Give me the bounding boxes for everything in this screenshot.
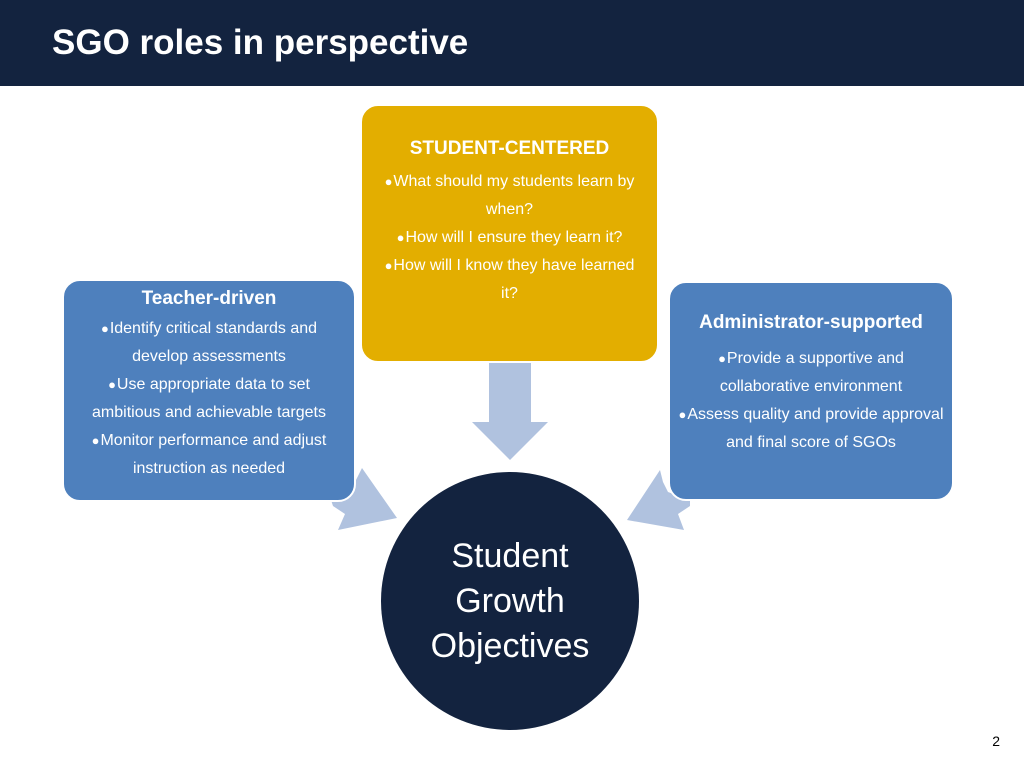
arrow-down	[472, 363, 548, 460]
student-centered-bullets: ●What should my students learn by when? …	[374, 168, 645, 308]
slide-title: SGO roles in perspective	[52, 23, 469, 62]
bullet-dot-icon: ●	[91, 433, 100, 448]
circle-line-3: Objectives	[430, 626, 590, 665]
bullet-item: ●Provide a supportive and collaborative …	[718, 350, 904, 395]
bullet-item: ●Monitor performance and adjust instruct…	[91, 432, 327, 477]
arrow-right-to-center	[627, 470, 690, 530]
administrator-supported-bullets: ●Provide a supportive and collaborative …	[674, 345, 948, 457]
bullet-dot-icon: ●	[718, 351, 726, 366]
bullet-item: ●How will I ensure they learn it?	[396, 229, 623, 246]
administrator-supported-heading: Administrator-supported	[699, 312, 923, 333]
teacher-driven-heading: Teacher-driven	[141, 288, 277, 309]
bullet-item: ●How will I know they have learned it?	[384, 257, 635, 302]
arrow-left-to-center	[331, 468, 397, 530]
bullet-item: ●Use appropriate data to set ambitious a…	[92, 376, 326, 421]
student-centered-heading: STUDENT-CENTERED	[409, 138, 610, 159]
circle-line-2: Growth	[455, 581, 565, 620]
bullet-item: ●Assess quality and provide approval and…	[678, 406, 944, 451]
circle-label: Student Growth Objectives	[431, 534, 590, 669]
circle-line-1: Student	[451, 536, 569, 575]
teacher-driven-bullets: ●Identify critical standards and develop…	[72, 315, 346, 483]
bullet-dot-icon: ●	[100, 321, 109, 336]
bullet-dot-icon: ●	[678, 407, 687, 422]
bullet-item: ●Identify critical standards and develop…	[100, 320, 318, 365]
bullet-dot-icon: ●	[108, 377, 116, 392]
bullet-item: ●What should my students learn by when?	[384, 173, 635, 218]
title-bar: SGO roles in perspective	[0, 0, 1024, 86]
bullet-dot-icon: ●	[396, 230, 405, 245]
bullet-dot-icon: ●	[384, 174, 393, 189]
student-growth-objectives-circle: Student Growth Objectives	[381, 472, 639, 730]
bullet-dot-icon: ●	[384, 258, 393, 273]
page-number: 2	[992, 733, 1000, 749]
teacher-driven-box: Teacher-driven ●Identify critical standa…	[62, 279, 356, 502]
administrator-supported-box: Administrator-supported ●Provide a suppo…	[668, 281, 954, 501]
student-centered-box: STUDENT-CENTERED ●What should my student…	[360, 104, 659, 363]
